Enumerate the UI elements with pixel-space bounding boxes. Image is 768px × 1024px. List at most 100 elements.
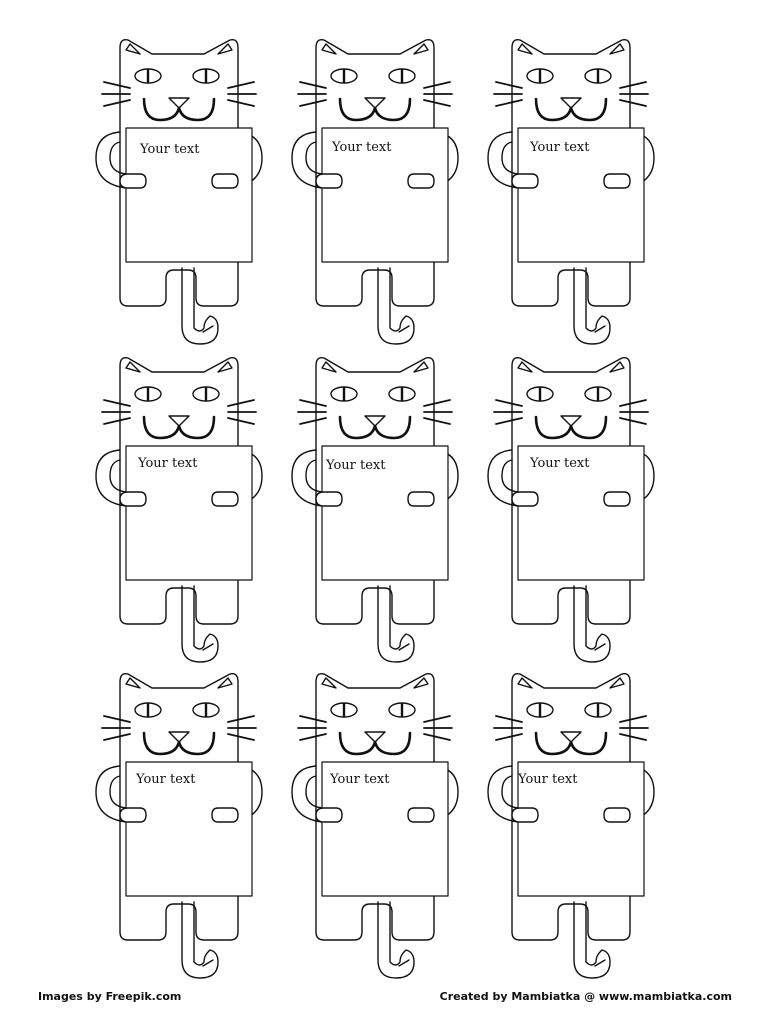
footer-credit-author: Created by Mambiatka @ www.mambiatka.com xyxy=(439,990,732,1003)
cat-tail xyxy=(573,585,611,663)
cat-sign-text[interactable]: Your text xyxy=(332,140,392,155)
cat-tail xyxy=(181,267,219,345)
cat-whiskers xyxy=(493,81,649,107)
cat-sign-text[interactable]: Your text xyxy=(518,772,578,787)
cat-bookmark-5: Your text xyxy=(291,354,476,664)
cat-sign-text[interactable]: Your text xyxy=(330,772,390,787)
cat-ear-right xyxy=(217,677,233,689)
cat-nose xyxy=(560,97,582,109)
cat-body xyxy=(511,356,631,625)
cat-sign-text[interactable]: Your text xyxy=(530,456,590,471)
cat-nose xyxy=(560,415,582,427)
cat-ear-left xyxy=(321,361,337,373)
cat-ear-right xyxy=(609,677,625,689)
cat-ear-left xyxy=(517,43,533,55)
cat-whiskers xyxy=(101,715,257,741)
cat-tail xyxy=(573,267,611,345)
cat-illustration xyxy=(487,356,655,663)
cat-ear-right xyxy=(609,361,625,373)
cat-bookmark-6: Your text xyxy=(487,354,672,664)
cat-mouth xyxy=(142,97,216,122)
cat-sign-text[interactable]: Your text xyxy=(326,458,386,473)
cat-sign-board xyxy=(125,761,253,897)
cat-body xyxy=(119,672,239,941)
cat-sign-board xyxy=(321,445,449,581)
cat-body xyxy=(315,356,435,625)
cat-tail xyxy=(377,267,415,345)
cat-body xyxy=(119,356,239,625)
cat-whiskers xyxy=(297,399,453,425)
cat-bookmark-4: Your text xyxy=(95,354,280,664)
cat-whiskers xyxy=(101,81,257,107)
cat-illustration xyxy=(95,38,263,345)
cat-sign-text[interactable]: Your text xyxy=(530,140,590,155)
cat-illustration xyxy=(95,356,263,663)
cat-ear-right xyxy=(413,43,429,55)
cat-whiskers xyxy=(297,715,453,741)
cat-tail xyxy=(377,901,415,979)
cat-sign-board xyxy=(517,445,645,581)
cat-whiskers xyxy=(297,81,453,107)
cat-body xyxy=(315,38,435,307)
cat-nose xyxy=(168,97,190,109)
cat-illustration xyxy=(487,672,655,979)
cat-whiskers xyxy=(101,399,257,425)
cat-whiskers xyxy=(493,399,649,425)
cat-body xyxy=(511,672,631,941)
cat-ear-left xyxy=(125,43,141,55)
cat-sign-board xyxy=(517,761,645,897)
cat-ear-left xyxy=(517,361,533,373)
cat-ear-left xyxy=(517,677,533,689)
cat-ear-right xyxy=(217,43,233,55)
cat-nose xyxy=(364,97,386,109)
cat-mouth xyxy=(142,415,216,440)
cat-nose xyxy=(168,415,190,427)
cat-bookmark-1: Your text xyxy=(95,36,280,346)
cat-tail xyxy=(181,901,219,979)
cat-ear-left xyxy=(125,361,141,373)
cat-nose xyxy=(560,731,582,743)
cat-sign-board xyxy=(125,127,253,263)
cat-body xyxy=(119,38,239,307)
cat-ear-left xyxy=(125,677,141,689)
cat-whiskers xyxy=(493,715,649,741)
cat-tail xyxy=(377,585,415,663)
cat-mouth xyxy=(534,415,608,440)
cat-sign-text[interactable]: Your text xyxy=(138,456,198,471)
cat-sign-board xyxy=(321,127,449,263)
cat-bookmark-8: Your text xyxy=(291,670,476,980)
cat-ear-left xyxy=(321,677,337,689)
cat-mouth xyxy=(534,731,608,756)
cat-nose xyxy=(168,731,190,743)
cat-mouth xyxy=(338,415,412,440)
cat-ear-right xyxy=(413,361,429,373)
cat-nose xyxy=(364,415,386,427)
cat-sign-text[interactable]: Your text xyxy=(140,142,200,157)
cat-illustration xyxy=(95,672,263,979)
cat-sign-board xyxy=(517,127,645,263)
cat-illustration xyxy=(291,672,459,979)
cat-bookmark-2: Your text xyxy=(291,36,476,346)
cat-sign-board xyxy=(125,445,253,581)
cat-sign-board xyxy=(321,761,449,897)
cat-mouth xyxy=(338,731,412,756)
cat-mouth xyxy=(534,97,608,122)
cat-ear-left xyxy=(321,43,337,55)
cat-tail xyxy=(181,585,219,663)
cat-ear-right xyxy=(609,43,625,55)
cat-ear-right xyxy=(217,361,233,373)
cat-nose xyxy=(364,731,386,743)
cat-sign-text[interactable]: Your text xyxy=(136,772,196,787)
footer-credit-images: Images by Freepik.com xyxy=(38,990,182,1003)
cat-mouth xyxy=(142,731,216,756)
cat-bookmark-3: Your text xyxy=(487,36,672,346)
cat-body xyxy=(511,38,631,307)
cat-ear-right xyxy=(413,677,429,689)
cat-bookmark-9: Your text xyxy=(487,670,672,980)
cat-mouth xyxy=(338,97,412,122)
cat-illustration xyxy=(291,38,459,345)
cat-tail xyxy=(573,901,611,979)
cat-body xyxy=(315,672,435,941)
cat-bookmark-7: Your text xyxy=(95,670,280,980)
cat-illustration xyxy=(487,38,655,345)
